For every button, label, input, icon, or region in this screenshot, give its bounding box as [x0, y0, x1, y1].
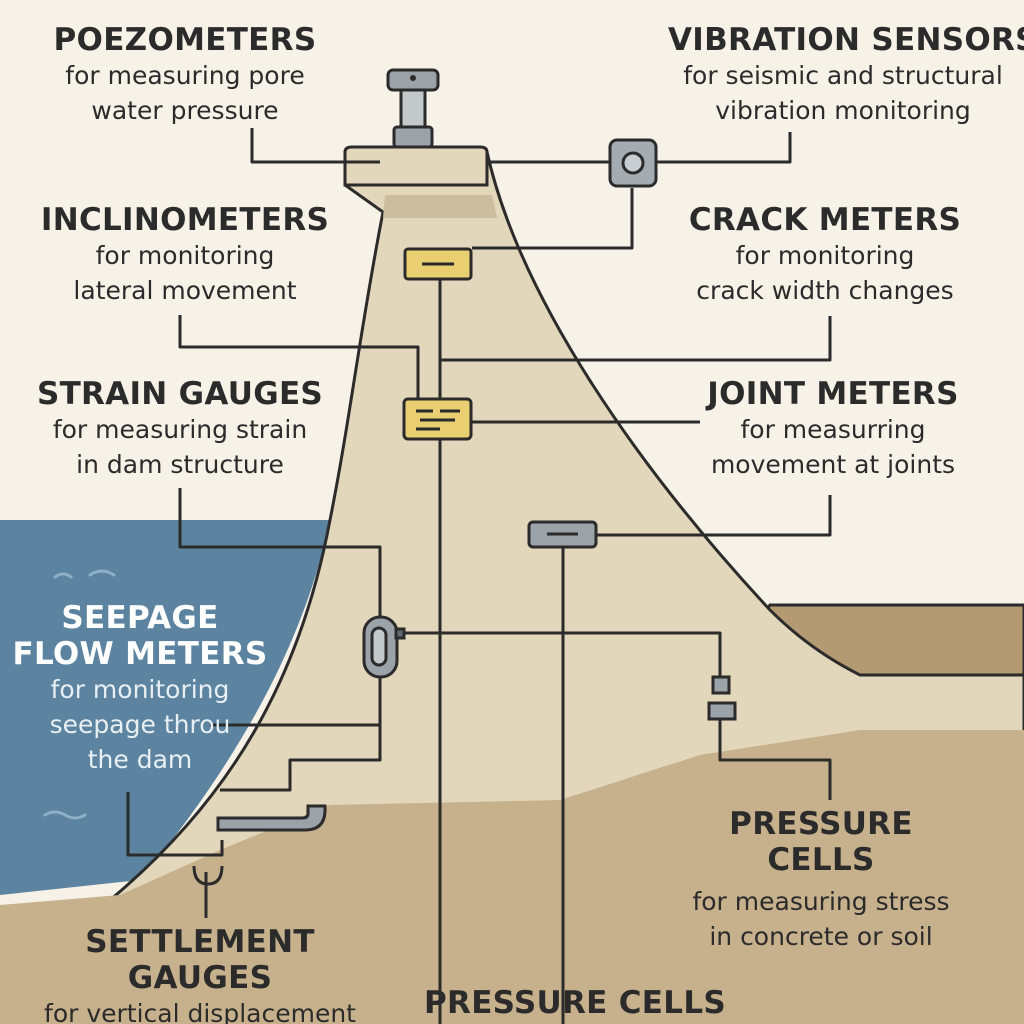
pressure-cells-desc-1: for measuring stress — [692, 887, 950, 916]
settlement-gauges-title-1: SETTLEMENT — [85, 924, 315, 960]
settlement-gauges-label: SETTLEMENT GAUGES for vertical displacem… — [30, 924, 370, 1024]
inclinometers-title: INCLINOMETERS — [40, 202, 330, 238]
reservoir-water — [0, 520, 330, 895]
water-waves — [43, 569, 116, 820]
strain-gauges-label: STRAIN GAUGES for measuring strain in da… — [30, 376, 330, 482]
crack-meter-icon — [403, 247, 473, 281]
crack-meters-desc-2: crack width changes — [696, 276, 954, 305]
seepage-flow-meter-icon — [362, 615, 406, 679]
pressure-cells-title-2: CELLS — [767, 842, 875, 878]
seepage-pipe-icon — [216, 804, 327, 832]
joint-meters-label: JOINT METERS for measurring movement at … — [698, 376, 968, 482]
strain-gauges-desc-2: in dam structure — [76, 450, 284, 479]
leader-lines — [126, 128, 832, 1024]
seepage-flow-meters-desc-1: for monitoring — [50, 675, 230, 704]
settlement-gauge-icon — [192, 865, 224, 886]
pressure-cells-bottom-title: PRESSURE CELLS — [424, 985, 726, 1021]
inclinometers-desc-2: lateral movement — [73, 276, 297, 305]
piezometers-label: POEZOMETERS for measuring pore water pre… — [40, 22, 330, 128]
crack-meters-desc-1: for monitoring — [735, 241, 915, 270]
joint-meters-desc-2: movement at joints — [710, 450, 956, 479]
piezometer-icon — [386, 68, 440, 149]
pressure-cell-icon — [707, 675, 737, 721]
vibration-sensors-label: VIBRATION SENSORS for seismic and struct… — [668, 22, 1024, 128]
pressure-cells-desc-2: in concrete or soil — [709, 922, 933, 951]
seepage-flow-meters-label: SEEPAGE FLOW METERS for monitoring seepa… — [10, 600, 270, 777]
crack-meters-label: CRACK METERS for monitoring crack width … — [680, 202, 970, 308]
pressure-cells-bottom-label: PRESSURE CELLS — [420, 985, 730, 1021]
inclinometers-desc-1: for monitoring — [95, 241, 275, 270]
joint-meters-title: JOINT METERS — [707, 376, 959, 412]
ground-foreground — [0, 730, 1024, 1024]
vibration-sensors-title: VIBRATION SENSORS — [668, 22, 1024, 58]
seepage-flow-meters-desc-3: the dam — [87, 745, 193, 774]
piezometers-desc-2: water pressure — [91, 96, 279, 125]
inclinometers-label: INCLINOMETERS for monitoring lateral mov… — [30, 202, 340, 308]
strain-gauges-desc-1: for measuring strain — [52, 415, 308, 444]
piezometers-title: POEZOMETERS — [53, 22, 317, 58]
pressure-cells-label: PRESSURE CELLS for measuring stress in c… — [686, 806, 956, 954]
vibration-sensors-desc-2: vibration monitoring — [715, 96, 971, 125]
pressure-cells-title-1: PRESSURE — [729, 806, 913, 842]
joint-meters-desc-1: for measurring — [740, 415, 926, 444]
dam-shade — [383, 195, 497, 218]
seepage-flow-meters-title-2: FLOW METERS — [12, 636, 268, 672]
crack-meters-title: CRACK METERS — [688, 202, 962, 238]
vibration-sensors-desc-1: for seismic and structural — [683, 61, 1003, 90]
vibration-sensor-icon — [608, 138, 658, 188]
dam-crest — [343, 145, 489, 187]
piezometers-desc-1: for measuring pore — [65, 61, 305, 90]
settlement-gauges-title-2: GAUGES — [127, 960, 273, 996]
settlement-gauges-desc-1: for vertical displacement — [44, 999, 356, 1024]
seepage-flow-meters-desc-2: seepage throu — [49, 710, 231, 739]
joint-meter-icon — [527, 520, 598, 549]
seepage-flow-meters-title-1: SEEPAGE — [61, 600, 219, 636]
strain-gauges-title: STRAIN GAUGES — [36, 376, 324, 412]
strain-gauge-icon — [402, 397, 473, 441]
